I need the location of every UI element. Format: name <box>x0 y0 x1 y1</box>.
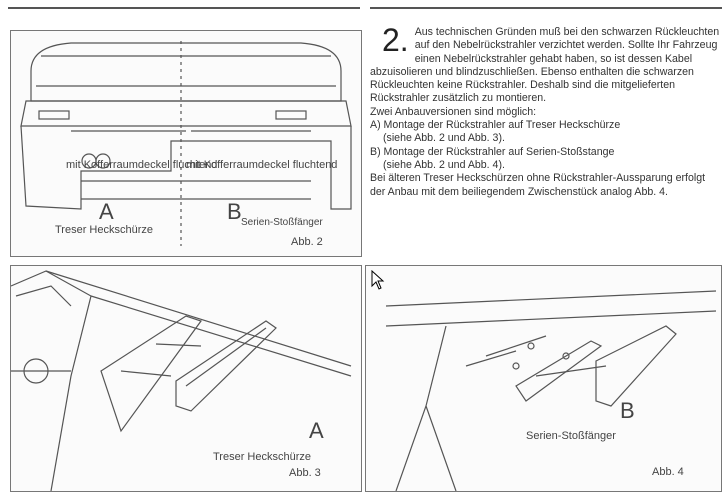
letter-a: A <box>99 199 114 224</box>
option-a: A) Montage der Rückstrahler auf Treser H… <box>370 119 621 132</box>
step-number: 2. <box>382 22 409 58</box>
caption: Abb. 3 <box>289 467 321 479</box>
letter-b: B <box>227 199 242 224</box>
label: Treser Heckschürze <box>213 451 312 463</box>
top-rule <box>370 7 722 9</box>
mouse-cursor-icon <box>371 270 385 290</box>
figure-2: mit Kofferraumdeckel fluchtend mit Koffe… <box>10 30 362 257</box>
letter: B <box>620 398 635 423</box>
instructions-text: 2.Aus technischen Gründen muß bei den sc… <box>370 22 720 199</box>
option-a-ref: (siehe Abb. 2 und Abb. 3). <box>383 132 505 145</box>
figure-3: A Treser Heckschürze Abb. 3 <box>10 265 362 492</box>
figure-4: B Serien-Stoßfänger Abb. 4 <box>365 265 722 492</box>
label: Serien-Stoßfänger <box>526 430 616 442</box>
top-rule <box>8 7 360 9</box>
paragraph: Zwei Anbauversionen sind möglich: <box>370 105 537 118</box>
caption: Abb. 2 <box>291 236 323 248</box>
option-b-ref: (siehe Abb. 2 und Abb. 4). <box>383 158 505 171</box>
paragraph: Aus technischen Gründen muß bei den schw… <box>370 26 720 105</box>
paragraph: Bei älteren Treser Heckschürzen ohne Rüc… <box>370 172 706 198</box>
label-a: Treser Heckschürze <box>55 224 154 236</box>
note-a: mit Kofferraumdeckel fluchtend <box>66 159 218 171</box>
option-b: B) Montage der Rückstrahler auf Serien-S… <box>370 145 615 158</box>
reflector-mount-illustration <box>385 290 717 491</box>
reflector-mount-illustration <box>11 270 352 491</box>
note-b: mit Kofferraumdeckel fluchtend <box>186 159 338 171</box>
label-b: Serien-Stoßfänger <box>241 217 323 228</box>
caption: Abb. 4 <box>652 466 684 478</box>
letter: A <box>309 418 324 443</box>
car-rear-illustration <box>20 41 352 246</box>
